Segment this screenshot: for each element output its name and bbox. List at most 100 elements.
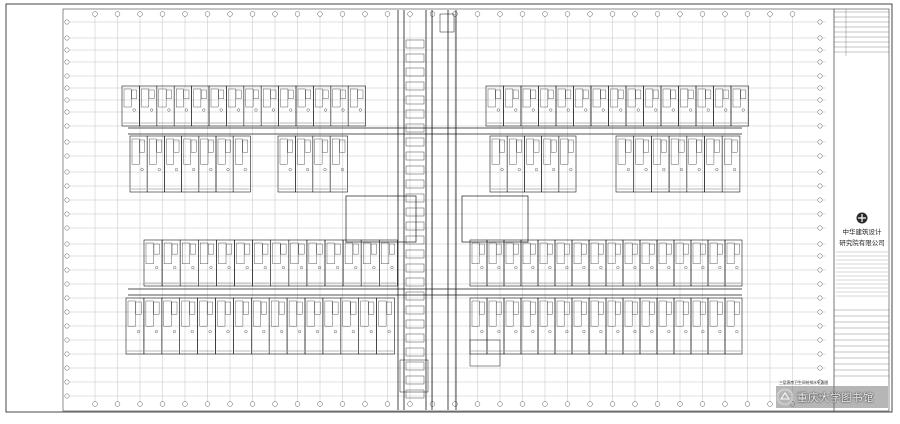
- bathroom-outline: [641, 242, 650, 264]
- fixture-outline: [280, 243, 287, 255]
- floor-drain: [387, 330, 391, 334]
- fixture-outline: [565, 89, 572, 99]
- stair-tread: [405, 347, 425, 357]
- floor-drain: [263, 266, 267, 270]
- axis-bubble: [817, 85, 823, 91]
- axis-bubble: [272, 11, 278, 17]
- room-cell-lower-right-south: [724, 297, 743, 355]
- fixture-outline: [734, 243, 740, 255]
- stair-tread: [405, 67, 425, 77]
- axis-bubble: [817, 197, 823, 203]
- bathroom-outline: [590, 242, 599, 264]
- fixture-outline: [734, 301, 740, 315]
- axis-bubble: [294, 401, 301, 407]
- axis-bubble: [92, 401, 98, 407]
- bathroom-outline: [381, 242, 390, 264]
- floor-drain: [582, 330, 586, 334]
- fixture-outline: [649, 243, 655, 255]
- axis-bubble: [817, 281, 823, 287]
- floor-drain: [619, 108, 623, 112]
- axis-bubble: [817, 139, 823, 145]
- bathroom-outline: [199, 300, 208, 327]
- fixture-outline: [350, 301, 357, 315]
- floor-drain: [616, 266, 620, 270]
- bathroom-outline: [344, 242, 353, 264]
- bathroom-outline: [726, 242, 735, 264]
- fixture-outline: [173, 139, 180, 153]
- axis-bubble: [317, 401, 323, 407]
- floor-drain: [496, 108, 500, 112]
- floor-drain: [531, 108, 535, 112]
- floor-drain: [192, 168, 196, 172]
- axis-bubble: [452, 401, 458, 407]
- bathroom-outline: [624, 242, 633, 264]
- bathroom-outline: [200, 242, 209, 264]
- bathroom-outline: [342, 300, 351, 327]
- fixture-outline: [625, 139, 632, 153]
- axis-bubble: [817, 183, 823, 189]
- fixture-outline: [632, 243, 638, 255]
- floor-drain: [209, 266, 213, 270]
- fixture-outline: [598, 243, 604, 255]
- axis-bubble: [722, 11, 728, 17]
- fixture-outline: [190, 139, 197, 153]
- fixture-outline: [700, 301, 706, 315]
- fixture-outline: [632, 301, 638, 315]
- axis-bubbles: [64, 11, 823, 407]
- fixture-outline: [600, 89, 607, 99]
- axis-bubble: [92, 11, 98, 17]
- axis-bubble: [429, 401, 436, 407]
- floor-drain: [601, 108, 605, 112]
- axis-bubble: [632, 401, 638, 407]
- floor-drain: [184, 108, 188, 112]
- floor-drain: [137, 330, 141, 334]
- axis-bubble: [249, 11, 256, 17]
- bathroom-outline: [726, 300, 735, 327]
- bathroom-outline: [210, 88, 219, 108]
- fixture-outline: [370, 243, 377, 255]
- floor-drain: [209, 168, 213, 172]
- floor-drain: [684, 330, 688, 334]
- axis-bubble: [817, 123, 823, 129]
- axis-bubble: [817, 337, 823, 343]
- bathroom-outline: [218, 242, 227, 264]
- floor-drain: [565, 266, 569, 270]
- fixture-outline: [139, 139, 145, 153]
- floor-drain: [565, 330, 569, 334]
- stair-tread: [405, 235, 425, 245]
- floor-drain: [354, 266, 358, 270]
- floor-drain: [566, 108, 570, 112]
- bathroom-outline: [675, 242, 684, 264]
- axis-bubble: [497, 11, 503, 17]
- bathroom-outline: [326, 242, 335, 264]
- bathroom-outline: [217, 300, 226, 327]
- floor-drain: [701, 266, 705, 270]
- stair-tread: [405, 95, 425, 105]
- axis-bubble: [564, 11, 571, 17]
- stair-tread: [405, 179, 425, 189]
- floor-drain: [616, 330, 620, 334]
- drawing-title: 三层客房卫生间给排水平面图: [779, 380, 829, 385]
- bathroom-outline: [692, 300, 701, 327]
- fixture-outline: [683, 243, 689, 255]
- fixture-outline: [530, 243, 536, 255]
- fixture-outline: [512, 89, 519, 99]
- axis-bubble: [64, 197, 70, 203]
- fixture-outline: [131, 89, 137, 99]
- room-cell-lower-left-south: [376, 297, 395, 355]
- axis-bubble: [159, 401, 166, 407]
- axis-bubble: [817, 153, 823, 159]
- axis-bubble: [817, 169, 823, 175]
- bathroom-outline: [176, 88, 184, 108]
- axis-bubble: [64, 241, 70, 247]
- floor-drain: [226, 330, 230, 334]
- floor-drain: [336, 266, 340, 270]
- axis-bubble: [159, 11, 166, 17]
- axis-bubble: [632, 11, 638, 17]
- fixture-outline: [547, 243, 553, 255]
- fixture-outline: [339, 139, 346, 153]
- floor-drain: [237, 108, 241, 112]
- fixture-outline: [322, 139, 328, 153]
- fixture-outline: [189, 243, 196, 255]
